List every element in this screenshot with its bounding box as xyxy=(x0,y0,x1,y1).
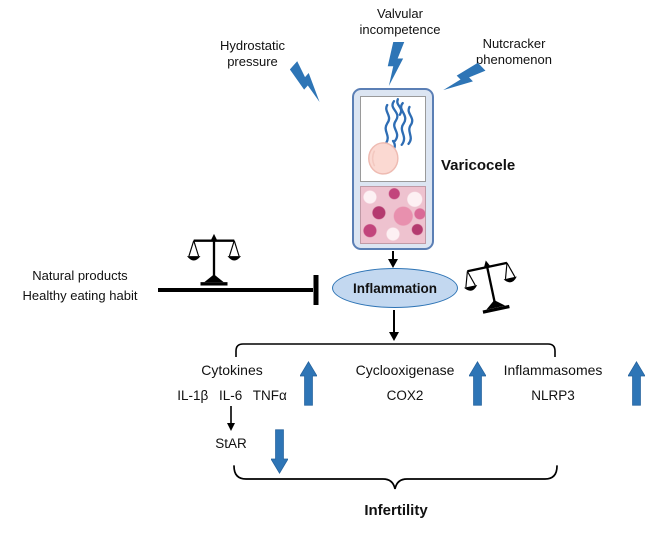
inflammasomes-items: NLRP3 xyxy=(531,388,575,403)
intervention-text: Natural products Healthy eating habit xyxy=(22,268,138,304)
cause-valvular-incompetence: Valvular incompetence xyxy=(359,6,441,38)
lightning-icon xyxy=(384,42,408,86)
up-arrow-icon xyxy=(300,361,317,406)
cause-nutcracker-phenomenon: Nutcracker phenomenon xyxy=(476,36,552,68)
arrow-inflammation-to-mediators xyxy=(389,310,399,341)
cause-hydrostatic-pressure: Hydrostatic pressure xyxy=(219,38,286,70)
infertility-label: Infertility xyxy=(364,502,428,519)
testis-shape xyxy=(368,142,399,175)
varicocele-illustration xyxy=(360,96,426,182)
cyclooxigenase-title: Cyclooxigenase xyxy=(355,362,455,378)
inflammation-node: Inflammation xyxy=(332,268,458,308)
inflammasomes-title: Inflammasomes xyxy=(503,362,603,378)
histology-image xyxy=(360,186,426,244)
balance-scale-icon xyxy=(187,230,241,288)
up-arrow-icon xyxy=(628,361,645,406)
varicocele-panel xyxy=(352,88,434,250)
mediators-bracket xyxy=(235,343,556,357)
cytokines-items: IL-1β IL-6 TNFα xyxy=(177,388,287,403)
arrow-varicocele-to-inflammation xyxy=(388,251,398,268)
cytokines-title: Cytokines xyxy=(201,362,263,378)
pampiniform-veins-icon xyxy=(368,98,414,175)
cyclooxigenase-items: COX2 xyxy=(386,388,424,403)
varicocele-label: Varicocele xyxy=(441,157,516,174)
star-label: StAR xyxy=(215,436,247,451)
arrow-il6-to-star xyxy=(227,406,235,431)
balance-scale-tilted-icon xyxy=(459,251,524,319)
down-arrow-icon xyxy=(271,429,288,474)
up-arrow-icon xyxy=(469,361,486,406)
